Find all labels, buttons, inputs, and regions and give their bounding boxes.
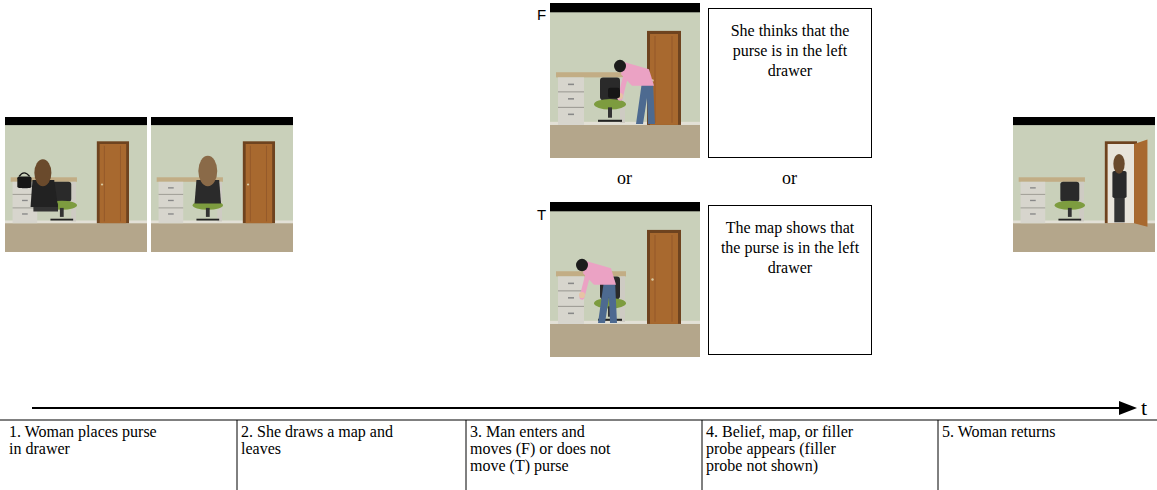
room-backdrop: [5, 117, 147, 252]
probe-box: She thinks that the purse is in the left…: [708, 8, 872, 158]
open-door: [1134, 140, 1147, 227]
table-cell-text: 4. Belief, map, or filler probe appears …: [706, 423, 864, 474]
table-divider: [938, 420, 939, 490]
probe-box: The map shows that the purse is in the l…: [708, 205, 872, 355]
panel-letter: T: [537, 206, 546, 223]
table-cell-text: 2. She draws a map and leaves: [241, 423, 399, 457]
scene-photo: [151, 117, 293, 252]
woman-figure: [1112, 154, 1126, 222]
table-divider: [237, 420, 238, 490]
scene-photo: [5, 117, 147, 252]
probe-text: She thinks that the purse is in the left…: [715, 21, 865, 81]
time-axis-label: t: [1141, 395, 1147, 421]
time-arrowhead: [1119, 401, 1137, 415]
or-label: or: [782, 168, 797, 189]
room-backdrop: [1013, 117, 1155, 252]
woman-figure: [17, 159, 58, 211]
table-divider: [702, 420, 703, 490]
table-rule: [0, 420, 1157, 421]
room-backdrop: [151, 117, 293, 252]
or-label: or: [617, 168, 632, 189]
man-figure: [614, 60, 655, 124]
scene-photo: [1013, 117, 1155, 252]
table-divider: [466, 420, 467, 490]
woman-figure: [195, 156, 222, 204]
table-cell-text: 1. Woman places purse in drawer: [9, 423, 167, 457]
scene-photo: [550, 3, 700, 158]
probe-text: The map shows that the purse is in the l…: [715, 218, 865, 278]
time-axis: [32, 407, 1124, 409]
purse: [608, 88, 620, 98]
room-backdrop: [550, 202, 700, 357]
purse: [17, 176, 31, 188]
scene-photo: [550, 202, 700, 357]
table-cell-text: 5. Woman returns: [942, 423, 1100, 440]
man-figure: [576, 259, 617, 323]
panel-letter: F: [537, 6, 546, 23]
table-cell-text: 3. Man enters and moves (F) or does not …: [470, 423, 628, 474]
room-backdrop: [550, 3, 700, 158]
open-doorway: [1108, 144, 1135, 223]
